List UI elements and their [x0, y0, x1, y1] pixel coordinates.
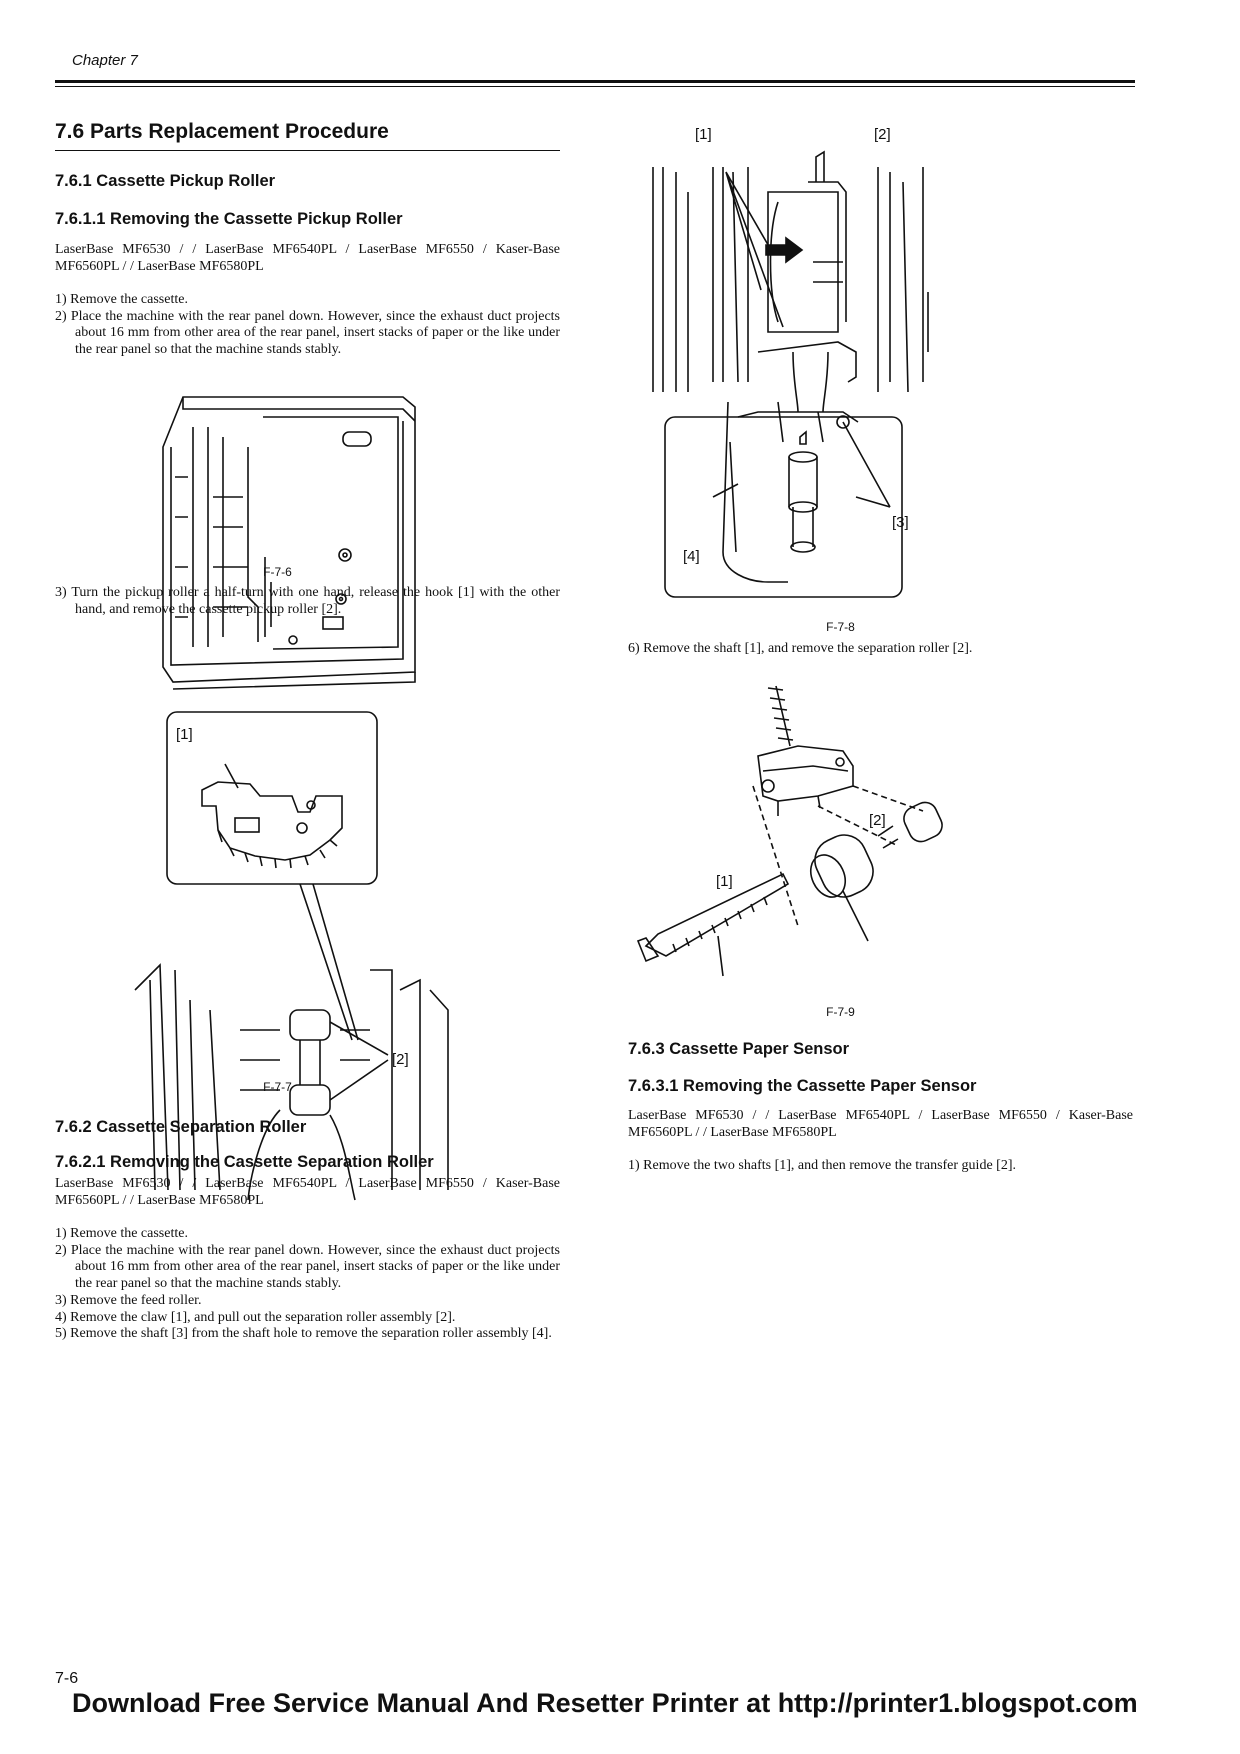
callout-3: [3]	[892, 514, 909, 531]
section-title: 7.6 Parts Replacement Procedure	[55, 120, 560, 151]
figure-f-7-7: [1] [2]	[134, 711, 449, 1201]
step-item: 1) Remove the two shafts [1], and then r…	[628, 1158, 1016, 1173]
step-item: 3) Turn the pickup roller a half-turn wi…	[55, 585, 560, 617]
model-list: LaserBase MF6530 / / LaserBase MF6540PL …	[628, 1108, 1133, 1140]
heading-7-6-3: 7.6.3 Cassette Paper Sensor	[628, 1040, 850, 1058]
step-item: 1) Remove the cassette.	[55, 292, 188, 307]
model-list: LaserBase MF6530 / / LaserBase MF6540PL …	[55, 1176, 560, 1208]
figure-caption: F-7-8	[826, 620, 855, 634]
callout-2: [2]	[874, 126, 891, 143]
callout-1: [1]	[176, 726, 193, 743]
callout-1: [1]	[695, 126, 712, 143]
step-item: 5) Remove the shaft [3] from the shaft h…	[55, 1326, 552, 1342]
model-list: LaserBase MF6530 / / LaserBase MF6540PL …	[55, 242, 560, 274]
step-list-7-6-1-cont: 3) Turn the pickup roller a half-turn wi…	[55, 585, 560, 618]
step-list-7-6-2-cont: 6) Remove the shaft [1], and remove the …	[628, 641, 1133, 658]
heading-7-6-2: 7.6.2 Cassette Separation Roller	[55, 1118, 307, 1136]
step-item: 3) Remove the feed roller.	[55, 1292, 202, 1308]
callout-2: [2]	[392, 1051, 409, 1068]
figure-f-7-6	[162, 396, 416, 690]
header-rule-thin	[55, 86, 1135, 87]
callout-2: [2]	[869, 812, 886, 829]
step-item: 4) Remove the claw [1], and pull out the…	[55, 1309, 456, 1325]
figure-f-7-8: [1] [2] [3] [4]	[652, 126, 929, 598]
step-list-7-6-3: 1) Remove the two shafts [1], and then r…	[628, 1158, 1133, 1175]
figure-caption: F-7-9	[826, 1005, 855, 1019]
callout-1: [1]	[716, 873, 733, 890]
page-number: 7-6	[55, 1670, 79, 1687]
step-list-7-6-2: 1) Remove the cassette. 2) Place the mac…	[55, 1226, 560, 1343]
step-item: 1) Remove the cassette.	[55, 1226, 188, 1241]
figure-caption: F-7-6	[263, 565, 292, 579]
step-item: 2) Place the machine with the rear panel…	[55, 1242, 560, 1292]
callout-4: [4]	[683, 548, 700, 565]
footer-banner: Download Free Service Manual And Resette…	[72, 1688, 1138, 1718]
figure-caption: F-7-7	[263, 1080, 292, 1094]
figure-f-7-9: [2] [1]	[636, 685, 943, 977]
heading-7-6-2-1: 7.6.2.1 Removing the Cassette Separation…	[55, 1153, 434, 1171]
heading-7-6-1: 7.6.1 Cassette Pickup Roller	[55, 172, 276, 190]
step-item: 6) Remove the shaft [1], and remove the …	[628, 641, 973, 656]
left-column: 7.6 Parts Replacement Procedure 7.6.1 Ca…	[55, 120, 560, 1341]
step-item: 2) Place the machine with the rear panel…	[55, 308, 560, 358]
chapter-label: Chapter 7	[72, 52, 138, 69]
header-rule	[55, 80, 1135, 83]
step-list-7-6-1: 1) Remove the cassette. 2) Place the mac…	[55, 292, 560, 359]
heading-7-6-1-1: 7.6.1.1 Removing the Cassette Pickup Rol…	[55, 210, 403, 228]
heading-7-6-3-1: 7.6.3.1 Removing the Cassette Paper Sens…	[628, 1077, 977, 1095]
